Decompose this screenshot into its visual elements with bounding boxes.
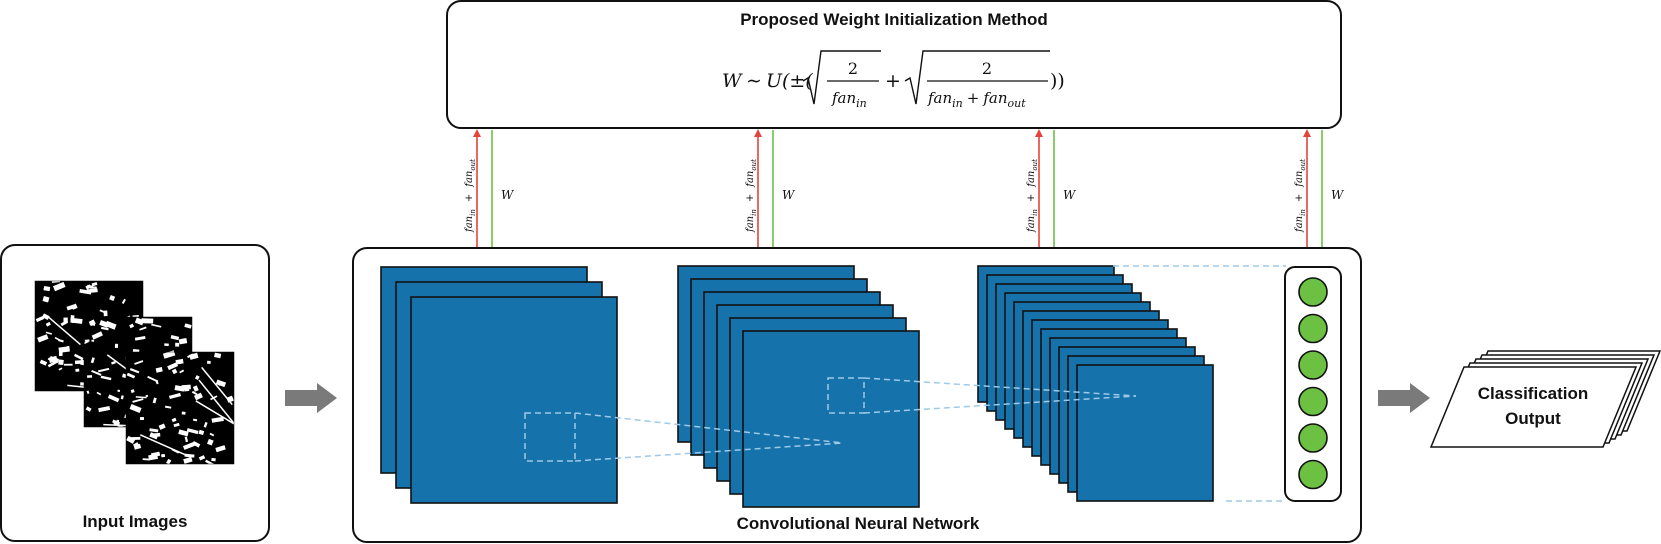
sqrt-sign-1 bbox=[802, 50, 881, 105]
formula-close: )) bbox=[1050, 70, 1065, 92]
neuron bbox=[1298, 459, 1328, 490]
fan-sum-label: fanin+fanout bbox=[464, 159, 477, 233]
receptive-field-2 bbox=[827, 377, 1137, 414]
formula-plus: + bbox=[885, 70, 901, 92]
feature-map bbox=[742, 330, 920, 508]
neuron-column bbox=[1298, 277, 1328, 490]
formula-func: U(±( bbox=[766, 70, 813, 92]
frac1-num: 2 bbox=[848, 59, 858, 78]
fan-sum-label: fanin+fanout bbox=[1026, 159, 1039, 233]
neuron bbox=[1298, 423, 1328, 453]
fc-connection-lines bbox=[1113, 265, 1286, 502]
formula-lhs: W bbox=[722, 70, 743, 92]
input-panel-label: Input Images bbox=[83, 512, 188, 531]
input-image bbox=[125, 350, 235, 467]
feature-map bbox=[1076, 364, 1214, 502]
neuron bbox=[1298, 313, 1328, 344]
method-title: Proposed Weight Initialization Method bbox=[740, 10, 1048, 29]
fan-sum-label: fanin+fanout bbox=[1294, 159, 1307, 233]
formula-sim: ∼ bbox=[746, 70, 762, 92]
output-label-line2: Output bbox=[1505, 409, 1561, 428]
conv-layer-2 bbox=[677, 265, 920, 508]
weight-label: W bbox=[1063, 188, 1077, 202]
weight-label: W bbox=[501, 188, 515, 202]
flow-arrow-input-to-cnn bbox=[285, 383, 337, 413]
method-box: Proposed Weight Initialization Method W … bbox=[446, 0, 1342, 129]
fan-sum-label: fanin+fanout bbox=[745, 159, 758, 233]
output-panel: Classification Output bbox=[1429, 350, 1661, 448]
fan-weight-arrow-pair: fanin+fanout W bbox=[745, 129, 796, 268]
neuron bbox=[1298, 386, 1328, 417]
fan-weight-arrow-pair: fanin+fanout W bbox=[1026, 129, 1077, 268]
weight-label: W bbox=[1331, 188, 1345, 202]
output-label-line1: Classification bbox=[1478, 384, 1589, 403]
frac2-num: 2 bbox=[982, 59, 992, 78]
feature-map bbox=[410, 296, 618, 504]
neuron bbox=[1298, 350, 1328, 380]
weight-label: W bbox=[782, 188, 796, 202]
input-image-stack bbox=[34, 280, 235, 467]
cnn-panel: Convolutional Neural Network bbox=[352, 247, 1362, 543]
fully-connected-layer bbox=[1284, 266, 1342, 502]
frac2-den: fanin+fanout bbox=[927, 89, 1026, 110]
input-panel: Input Images bbox=[0, 244, 270, 542]
formula: W ∼ U(±( 2 fanin + 2 fanin+fanout )) bbox=[722, 50, 1065, 110]
fan-weight-arrow-pair: fanin+fanout W bbox=[1294, 129, 1345, 268]
flow-arrow-cnn-to-output bbox=[1378, 383, 1430, 413]
frac1-den: fanin bbox=[831, 89, 867, 110]
neuron bbox=[1298, 277, 1328, 307]
receptive-field-1 bbox=[524, 412, 844, 462]
sqrt-sign-2 bbox=[904, 50, 1050, 105]
cnn-panel-label: Convolutional Neural Network bbox=[737, 514, 980, 533]
conv-layer-1 bbox=[380, 266, 618, 504]
fan-weight-arrow-pair: fanin+fanout W bbox=[464, 129, 515, 268]
